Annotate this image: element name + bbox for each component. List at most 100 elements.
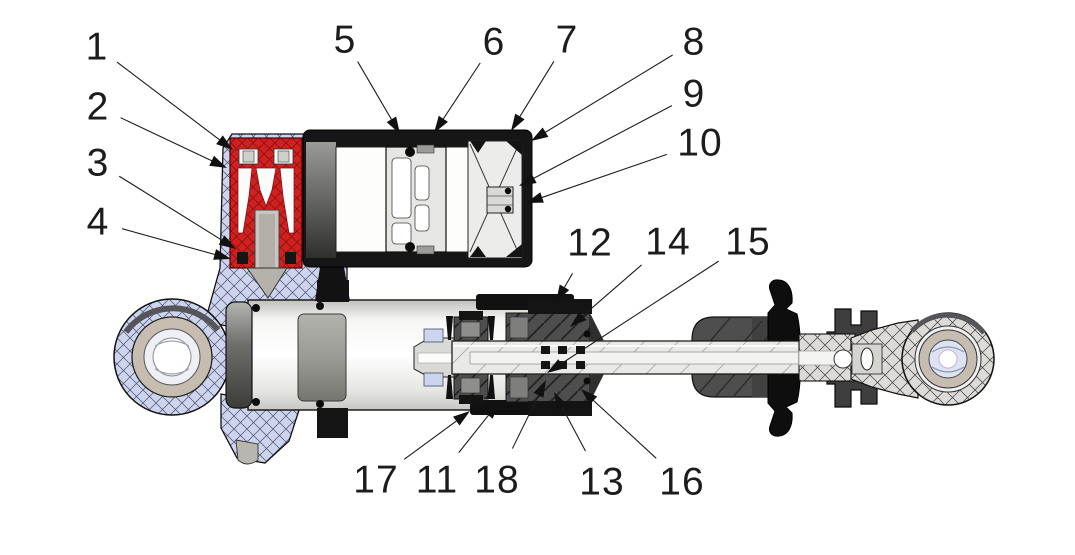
callout-number-13: 13 bbox=[579, 461, 624, 504]
callout-number-10: 10 bbox=[677, 122, 722, 165]
reservoir-end-cap bbox=[467, 140, 523, 259]
seal-oring-bottom bbox=[583, 377, 591, 385]
adjuster-void-left bbox=[237, 167, 253, 234]
callout-number-2: 2 bbox=[87, 86, 110, 129]
shim-stack bbox=[488, 375, 495, 399]
piston-void-2 bbox=[391, 222, 412, 245]
cap-oring-bottom bbox=[252, 398, 260, 406]
callout-number-3: 3 bbox=[87, 142, 110, 185]
valve-oring-top bbox=[504, 187, 512, 195]
callout-arrowhead-3 bbox=[218, 235, 236, 249]
shim-stack bbox=[488, 316, 495, 340]
piston-band-bottom bbox=[416, 245, 435, 255]
rod-end-ball-arc-bottom bbox=[931, 366, 965, 373]
eyelet-ball-arc-top bbox=[154, 340, 190, 347]
callout-arrowhead-17 bbox=[453, 411, 470, 426]
shaft bbox=[413, 337, 853, 378]
head-oring-bottom bbox=[316, 400, 324, 408]
callout-number-17: 17 bbox=[353, 459, 398, 502]
piston-void-4 bbox=[414, 204, 430, 232]
callout-leader-4 bbox=[121, 228, 218, 256]
callout-number-11: 11 bbox=[416, 459, 459, 502]
callout-leader-17 bbox=[403, 418, 460, 460]
spacer-bottom bbox=[423, 372, 444, 387]
seal-cap-top bbox=[528, 299, 592, 314]
adjuster-seal-left bbox=[237, 252, 248, 264]
eyelet-bore bbox=[152, 337, 192, 377]
spacer-top bbox=[423, 328, 444, 343]
adjuster-void-right bbox=[279, 167, 295, 234]
inner-rod-seals bbox=[541, 346, 585, 369]
adjuster-insert-right bbox=[277, 150, 290, 163]
callout-arrowhead-5 bbox=[386, 116, 400, 134]
compression-adjuster bbox=[229, 137, 303, 299]
inner-rod bbox=[469, 351, 841, 365]
callout-number-6: 6 bbox=[483, 21, 506, 64]
cap-oring-top bbox=[252, 304, 260, 312]
callout-leader-14 bbox=[580, 264, 642, 319]
callout-arrowhead-4 bbox=[213, 249, 231, 260]
piston-oring-top bbox=[405, 147, 415, 157]
seal-head bbox=[505, 299, 604, 416]
callout-arrowhead-15 bbox=[547, 359, 565, 373]
callout-number-8: 8 bbox=[683, 21, 706, 64]
adjuster-insert-left bbox=[242, 150, 255, 163]
piston-cap-top bbox=[459, 311, 483, 320]
piston-void-1 bbox=[391, 157, 412, 219]
callout-number-5: 5 bbox=[334, 19, 357, 62]
cylinder-inner-head bbox=[297, 313, 347, 402]
callout-arrowhead-11 bbox=[484, 402, 499, 419]
bracket-foot-cap bbox=[235, 439, 259, 465]
callout-arrowhead-14 bbox=[570, 311, 587, 327]
shim-stack bbox=[446, 375, 453, 399]
callout-arrowhead-12 bbox=[556, 284, 570, 302]
callout-arrowhead-13 bbox=[554, 392, 567, 410]
callout-leader-16 bbox=[590, 398, 657, 459]
adjuster-needle-cone bbox=[246, 267, 288, 299]
hose-fitting bbox=[315, 267, 350, 301]
left-eyelet bbox=[113, 298, 231, 416]
callout-number-1: 1 bbox=[86, 26, 109, 69]
piston-hub-top bbox=[460, 321, 481, 338]
callout-number-12: 12 bbox=[567, 222, 612, 265]
callout-leader-9 bbox=[531, 105, 673, 180]
shim-stack bbox=[446, 316, 453, 340]
clevis-pin-hole bbox=[860, 347, 874, 371]
callout-arrowhead-6 bbox=[434, 115, 448, 133]
adjuster-plunger-inner bbox=[259, 214, 275, 268]
eyelet-top-shade bbox=[123, 305, 221, 334]
callout-arrowhead-2 bbox=[209, 155, 227, 168]
callout-arrowhead-10 bbox=[526, 192, 544, 203]
rod-end-clevis bbox=[850, 319, 919, 399]
piston-hub-bottom bbox=[460, 377, 481, 394]
callout-number-9: 9 bbox=[683, 73, 706, 116]
valve-oring-bottom bbox=[504, 205, 512, 213]
callout-leader-18 bbox=[511, 392, 541, 449]
adjuster-seal-right bbox=[285, 252, 296, 264]
valve-hex-lines bbox=[487, 195, 513, 206]
callout-leader-5 bbox=[357, 61, 394, 123]
callout-arrowhead-16 bbox=[581, 389, 598, 405]
reservoir bbox=[302, 129, 533, 268]
clamp-tab-bottom bbox=[317, 408, 348, 438]
callout-leader-10 bbox=[539, 153, 668, 199]
cylinder-left-cap bbox=[225, 301, 253, 409]
rod-end-ball-hole bbox=[938, 349, 958, 369]
callout-leader-13 bbox=[560, 404, 587, 452]
callout-number-18: 18 bbox=[474, 459, 519, 502]
rod-end-eye-shade bbox=[910, 312, 986, 335]
callout-arrowhead-8 bbox=[531, 127, 549, 141]
piston-band-top bbox=[416, 144, 435, 154]
seal-bushing-top bbox=[509, 316, 529, 339]
head-oring-top bbox=[316, 302, 324, 310]
seal-cap-bottom bbox=[528, 401, 592, 416]
piston-assembly bbox=[423, 311, 495, 404]
callout-leader-12 bbox=[562, 273, 574, 291]
eyelet-ball-arc-bottom bbox=[154, 368, 190, 375]
callout-leader-1 bbox=[116, 61, 223, 142]
callout-leader-8 bbox=[542, 54, 673, 135]
callout-leader-15 bbox=[558, 260, 719, 366]
